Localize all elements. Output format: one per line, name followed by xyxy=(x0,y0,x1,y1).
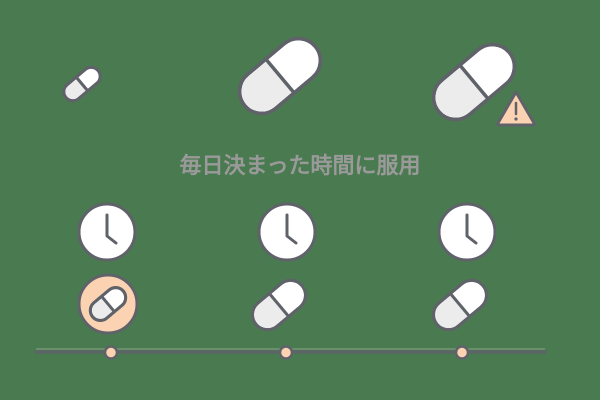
timeline-marker xyxy=(103,345,119,360)
caption-text: 毎日決まった時間に服用 xyxy=(179,154,421,179)
small-pill-icon xyxy=(56,58,108,110)
timeline-marker xyxy=(278,345,294,360)
timeline-marker xyxy=(454,345,470,360)
large-pill-icon xyxy=(226,24,334,128)
clock-icon xyxy=(256,201,318,263)
pill-icon xyxy=(244,270,314,340)
warning-icon xyxy=(494,88,538,128)
timeline xyxy=(0,340,600,370)
clock-icon xyxy=(76,201,138,263)
pill-with-warning-icon xyxy=(420,30,550,134)
highlighted-pill-icon xyxy=(76,272,140,336)
clock-icon xyxy=(436,201,498,263)
pill-icon xyxy=(425,270,495,340)
